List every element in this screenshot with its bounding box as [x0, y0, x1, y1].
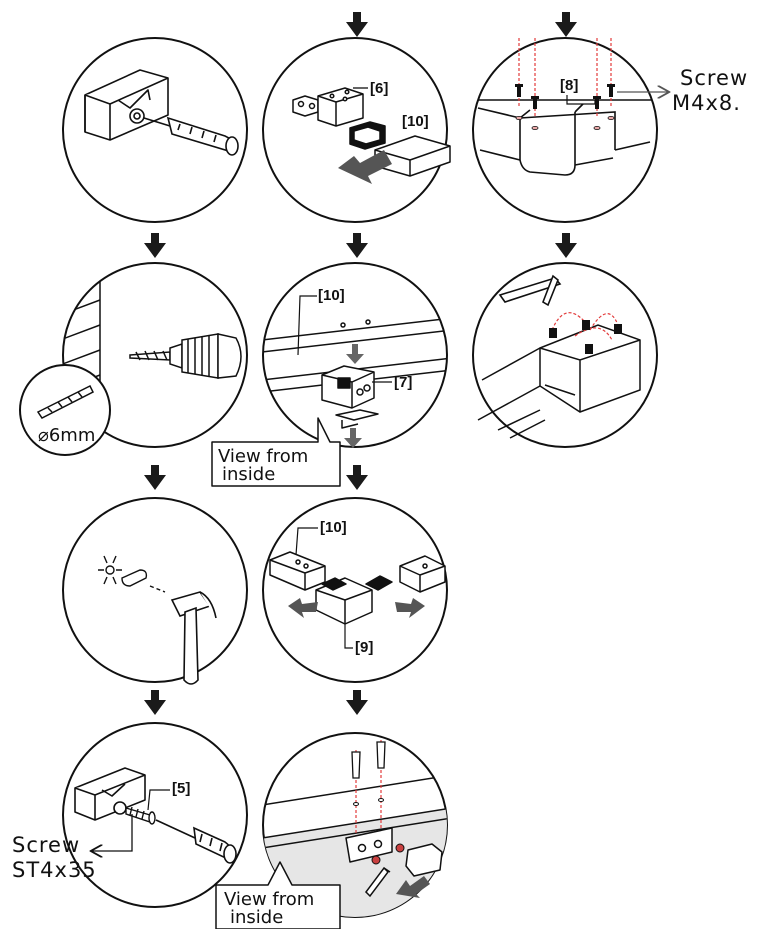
screw-icon: [351, 741, 386, 779]
step-hex-tighten: [472, 262, 658, 448]
drill-icon: [129, 333, 242, 379]
screw-icon: [515, 84, 615, 109]
push-arrow-icon: [338, 150, 392, 184]
down-arrow-icon: [346, 12, 368, 37]
down-arrow-icon: [346, 465, 368, 490]
step-inside-screws: View from inside: [215, 732, 448, 929]
step-top-screws: [8] Screw M4x8.: [472, 37, 748, 223]
view-inside-callout: [211, 417, 341, 487]
screwdriver-icon: [143, 116, 239, 156]
step-insert-inner-connector: [10] [7] View from inside: [211, 262, 448, 487]
part-label: [9]: [355, 639, 373, 656]
screw-callout: M4x8.: [672, 91, 741, 115]
screw-icon: [125, 806, 156, 825]
push-arrow-icon: [396, 876, 430, 898]
step-screw-bracket: [5] Screw ST4x35: [12, 722, 248, 908]
screw-callout: Screw: [12, 833, 80, 857]
screwdriver-icon: [155, 819, 237, 864]
step-arrows: [144, 12, 577, 715]
view-inside-text: inside: [230, 907, 283, 928]
screw-callout: Screw: [680, 66, 748, 90]
step-corner-join: [10] [9]: [262, 497, 448, 683]
part-label: [8]: [560, 77, 578, 94]
step-insert-connector: [6] [10]: [262, 37, 451, 223]
hex-key-icon: [498, 274, 562, 307]
down-arrow-icon: [346, 233, 368, 258]
down-arrow-icon: [346, 690, 368, 715]
part-label: [6]: [370, 80, 388, 97]
down-arrow-icon: [144, 465, 166, 490]
view-inside-text: inside: [222, 464, 275, 485]
push-arrow-icon: [395, 598, 425, 618]
down-arrow-icon: [144, 233, 166, 258]
screw-icon: [549, 320, 622, 354]
down-arrow-icon: [555, 233, 577, 258]
part-label: [5]: [172, 780, 190, 797]
push-arrow-icon: [288, 598, 318, 618]
down-arrow-icon: [144, 690, 166, 715]
view-inside-text: View from: [224, 889, 314, 910]
hex-key-icon: [365, 866, 391, 898]
view-inside-callout: [215, 861, 341, 929]
drill-size-label: ⌀6mm: [38, 425, 95, 446]
screw-callout: ST4x35: [12, 858, 97, 882]
hammer-icon: [170, 591, 217, 685]
step-drill-hole: ⌀6mm: [19, 262, 248, 456]
part-label: [10]: [318, 287, 345, 304]
view-inside-text: View from: [218, 446, 308, 467]
step-hammer-anchor: [62, 497, 248, 685]
down-arrow-icon: [555, 12, 577, 37]
part-label: [10]: [320, 519, 347, 536]
step-screwdriver-bracket: [62, 37, 248, 223]
part-label: [10]: [402, 113, 429, 130]
part-label: [7]: [394, 374, 412, 391]
